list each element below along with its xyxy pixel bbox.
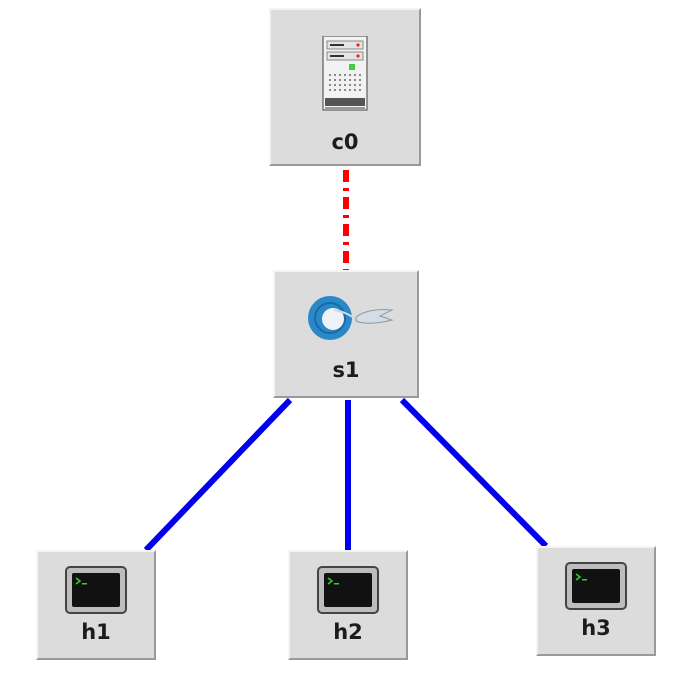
openflow-switch-icon [298, 290, 394, 350]
host-terminal-icon [317, 566, 379, 618]
node-c0[interactable]: c0 [269, 8, 421, 166]
link-s1-h3[interactable] [399, 397, 549, 549]
controller-server-icon [321, 35, 369, 118]
node-label-h3: h3 [581, 616, 611, 640]
link-s1-h1[interactable] [143, 397, 293, 553]
node-s1[interactable]: s1 [273, 270, 419, 398]
host-terminal-icon [565, 562, 627, 614]
node-h2[interactable]: h2 [288, 550, 408, 660]
node-label-h1: h1 [81, 620, 111, 644]
node-label-s1: s1 [332, 358, 360, 382]
node-label-h2: h2 [333, 620, 363, 644]
node-h1[interactable]: h1 [36, 550, 156, 660]
node-h3[interactable]: h3 [536, 546, 656, 656]
host-terminal-icon [65, 566, 127, 618]
node-label-c0: c0 [331, 130, 359, 154]
